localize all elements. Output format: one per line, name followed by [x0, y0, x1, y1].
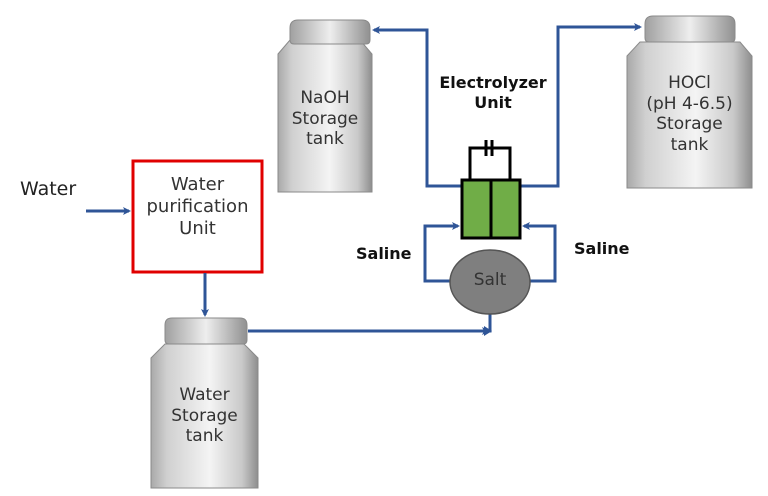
naoh-line-3: tank: [306, 129, 344, 150]
salt-container: [449, 249, 531, 315]
hocl-outlet-pipe: [520, 23, 642, 188]
water-tank-pipe: [248, 314, 492, 333]
purification-unit-label: Water purification Unit: [135, 174, 260, 240]
saline-left-label: Saline: [356, 244, 412, 263]
purification-line-3: Unit: [179, 217, 216, 239]
water-tank-cap: [164, 317, 248, 345]
water-tank-line-3: tank: [185, 426, 224, 447]
salt-label: Salt: [473, 270, 507, 290]
water-input-label: Water: [20, 178, 77, 200]
saline-right-pipe: [522, 222, 557, 283]
saline-left-pipe: [423, 222, 460, 283]
water-tank-line-2: Storage: [171, 405, 238, 426]
water-purification-unit: [131, 159, 264, 274]
hocl-line-3: Storage: [656, 114, 723, 135]
water-storage-tank: [150, 317, 259, 489]
hocl-line-2: (pH 4-6.5): [646, 93, 733, 114]
salt-inlet-arrow-icon: [484, 326, 492, 336]
naoh-tank-cap: [289, 19, 371, 45]
hocl-line-4: tank: [670, 135, 709, 156]
naoh-storage-tank: [277, 19, 373, 193]
naoh-line-2: Storage: [291, 108, 359, 129]
electrolyzer-line-2: Unit: [474, 92, 512, 112]
naoh-tank-label: NaOH Storage tank: [278, 88, 372, 150]
electrolyzer-cell: [460, 178, 522, 240]
hocl-tank-label: HOCl (pH 4-6.5) Storage tank: [627, 73, 752, 156]
naoh-outlet-pipe: [372, 26, 462, 188]
hocl-line-1: HOCl: [668, 73, 711, 93]
hocl-tank-cap: [644, 15, 736, 43]
naoh-line-1: NaOH: [300, 88, 350, 108]
water-tank-label: Water Storage tank: [151, 385, 258, 447]
electrolyzer-line-1: Electrolyzer: [439, 73, 547, 92]
purification-line-2: purification: [146, 195, 249, 217]
electrolyzer-label: Electrolyzer Unit: [433, 73, 553, 112]
dc-power-source-icon: [468, 140, 512, 180]
hocl-storage-tank: [626, 15, 753, 189]
purification-line-1: Water: [170, 174, 225, 195]
water-tank-line-1: Water: [179, 385, 230, 405]
saline-right-label: Saline: [574, 239, 630, 258]
